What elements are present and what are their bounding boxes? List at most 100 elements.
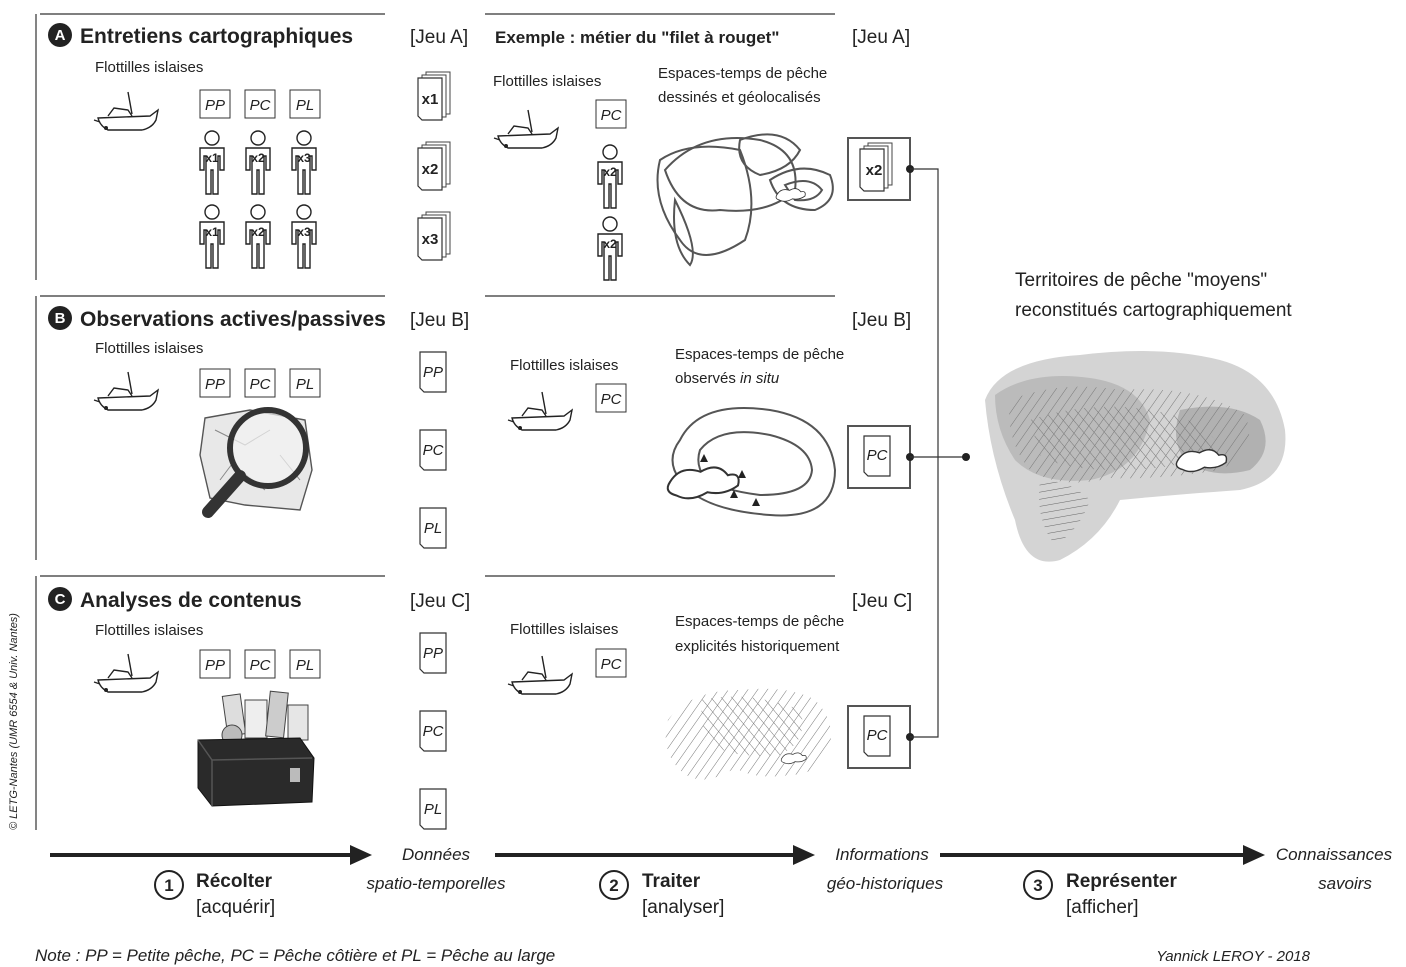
historical-zones-map (665, 688, 831, 780)
boat-icon (93, 653, 159, 693)
step-1: 1 Récolter [acquérir] (154, 870, 275, 918)
section-c-badge (48, 587, 72, 611)
boat-icon (507, 655, 573, 695)
section-b-title: Observations actives/passives (80, 308, 386, 331)
svg-text:PC: PC (601, 107, 622, 124)
middle-c-caption-2: explicités historiquement (675, 638, 840, 655)
svg-text:PC: PC (601, 656, 622, 673)
svg-text:PP: PP (205, 376, 225, 393)
step-1-verb: Récolter (196, 871, 273, 892)
svg-text:x3: x3 (422, 231, 439, 248)
boat-icon (93, 91, 159, 131)
svg-text:x3: x3 (297, 225, 311, 239)
stage-labels: Données spatio-temporelles Informations … (367, 845, 1393, 893)
person-icon: x2 (245, 204, 271, 269)
middle-a-caption-1: Espaces-temps de pêche (658, 65, 827, 82)
drawn-zones-map (656, 133, 834, 267)
middle-c-caption-1: Espaces-temps de pêche (675, 613, 844, 630)
stage-2-label-b: géo-historiques (827, 874, 944, 893)
step-1-number: 1 (164, 876, 173, 895)
step-1-sub: [acquérir] (196, 897, 275, 918)
section-c: C Analyses de contenus [Jeu C] Flottille… (48, 587, 470, 830)
doc-stack-icon: x1 (417, 71, 451, 121)
svg-text:x2: x2 (422, 161, 439, 178)
tag-pc: PC (244, 649, 276, 679)
section-c-letter: C (55, 591, 66, 608)
svg-text:PC: PC (423, 723, 444, 740)
svg-text:PL: PL (424, 520, 442, 537)
svg-text:PC: PC (601, 391, 622, 408)
middle-a: Exemple : métier du "filet à rouget" [Je… (493, 27, 910, 281)
tag-pp: PP (199, 649, 231, 679)
svg-text:x2: x2 (603, 165, 617, 179)
section-b-letter: B (55, 310, 66, 327)
svg-text:PC: PC (423, 442, 444, 459)
boat-icon (93, 371, 159, 411)
territory-map (985, 351, 1286, 562)
step-2-sub: [analyser] (642, 897, 724, 918)
document-box-icon (197, 690, 315, 807)
output-connectors: x2 PC PC (847, 137, 970, 769)
doc-icon: PC (419, 710, 447, 752)
svg-text:PL: PL (296, 657, 314, 674)
person-icon: x2 (597, 216, 623, 281)
svg-text:PL: PL (296, 376, 314, 393)
section-a-jeu: [Jeu A] (410, 27, 468, 48)
person-icon: x3 (291, 130, 317, 195)
stage-1-label-a: Données (402, 845, 471, 864)
doc-icon: PP (419, 351, 447, 393)
stage-3-label-a: Connaissances (1276, 845, 1393, 864)
stage-2-label-a: Informations (835, 845, 929, 864)
section-a: A Entretiens cartographiques [Jeu A] Flo… (48, 23, 468, 269)
territory-title-2: reconstitués cartographiquement (1015, 300, 1292, 321)
tag-pc: PC (244, 89, 276, 119)
person-icon: x2 (245, 130, 271, 195)
tag-pl: PL (289, 368, 321, 398)
right-panel: Territoires de pêche "moyens" reconstitu… (985, 270, 1292, 562)
section-b-badge (48, 306, 72, 330)
svg-text:PP: PP (423, 645, 443, 662)
section-b: B Observations actives/passives [Jeu B] … (48, 306, 469, 549)
tag-pc: PC (595, 383, 627, 413)
doc-stack-icon: x3 (417, 211, 451, 261)
svg-text:x2: x2 (866, 162, 883, 179)
process-arrows (50, 845, 1265, 865)
section-a-badge (48, 23, 72, 47)
middle-a-flottilles: Flottilles islaises (493, 73, 601, 90)
svg-text:x1: x1 (205, 225, 219, 239)
svg-text:PL: PL (296, 97, 314, 114)
map-magnifier-icon (199, 407, 313, 518)
tag-pl: PL (289, 649, 321, 679)
middle-b: [Jeu B] Flottilles islaises PC Espaces-t… (507, 310, 911, 517)
svg-text:PP: PP (205, 97, 225, 114)
middle-c-jeu: [Jeu C] (852, 591, 912, 612)
svg-text:PP: PP (423, 364, 443, 381)
copyright-notice: © LETG-Nantes (UMR 6554 & Univ. Nantes) (8, 613, 20, 830)
section-c-title: Analyses de contenus (80, 589, 302, 612)
svg-text:PC: PC (250, 376, 271, 393)
doc-icon: PL (419, 788, 447, 830)
territory-title-1: Territoires de pêche "moyens" (1015, 270, 1267, 291)
step-3-number: 3 (1033, 876, 1042, 895)
svg-text:x2: x2 (603, 237, 617, 251)
middle-a-caption-2: dessinés et géolocalisés (658, 89, 821, 106)
section-c-subtitle: Flottilles islaises (95, 622, 203, 639)
boat-icon (507, 391, 573, 431)
svg-text:PL: PL (424, 801, 442, 818)
legend-note: Note : PP = Petite pêche, PC = Pêche côt… (35, 946, 555, 965)
stage-1-label-b: spatio-temporelles (367, 874, 506, 893)
tag-pp: PP (199, 89, 231, 119)
svg-text:x2: x2 (251, 151, 265, 165)
tag-pc: PC (595, 648, 627, 678)
section-a-title: Entretiens cartographiques (80, 25, 353, 48)
svg-text:PC: PC (867, 727, 888, 744)
tag-pp: PP (199, 368, 231, 398)
step-2: 2 Traiter [analyser] (599, 870, 724, 918)
section-c-jeu: [Jeu C] (410, 591, 470, 612)
svg-text:PC: PC (250, 97, 271, 114)
middle-b-caption-2: observés in situ (675, 370, 780, 387)
svg-text:PP: PP (205, 657, 225, 674)
step-2-verb: Traiter (642, 871, 701, 892)
svg-text:x3: x3 (297, 151, 311, 165)
